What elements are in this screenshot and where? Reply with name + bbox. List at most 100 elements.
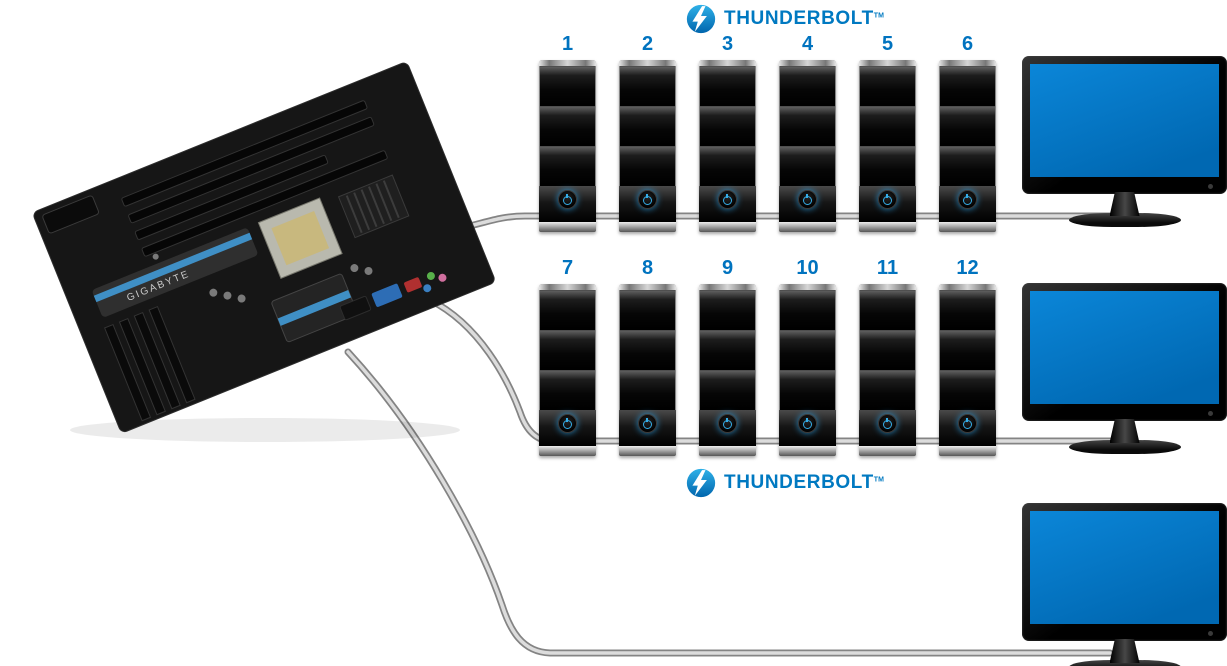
drive-bay: [940, 66, 995, 106]
monitor-power-led: [1208, 631, 1213, 636]
device-body: [779, 284, 836, 456]
power-symbol-icon: [883, 418, 892, 429]
trademark-symbol: TM: [873, 476, 884, 484]
power-button-icon: [958, 414, 977, 433]
monitor-power-led: [1208, 184, 1213, 189]
power-symbol-icon: [803, 418, 812, 429]
thunderbolt-device-4: 4: [779, 32, 836, 232]
pcie-slot: [121, 100, 368, 207]
power-symbol-icon: [563, 194, 572, 205]
thunderbolt-wordmark: THUNDERBOLT: [724, 8, 874, 29]
device-number: 4: [801, 33, 814, 55]
pcb-board: [33, 62, 495, 433]
thunderbolt-bolt-icon: [686, 4, 716, 34]
capacitors: [152, 253, 373, 303]
device-front-panel: [939, 186, 996, 222]
device-top-cap: [859, 284, 916, 290]
pch-heatsink: [271, 273, 358, 343]
monitor-stand-neck: [1109, 639, 1140, 663]
thunderbolt-wordmark: THUNDERBOLT: [724, 472, 874, 493]
device-number: 6: [961, 33, 974, 55]
device-body: [539, 60, 596, 232]
device-body: [779, 60, 836, 232]
device-number: 1: [561, 33, 574, 55]
power-symbol-icon: [563, 418, 572, 429]
power-symbol-icon: [643, 418, 652, 429]
drive-bay: [700, 146, 755, 186]
device-base: [699, 446, 756, 456]
thunderbolt-device-7: 7: [539, 256, 596, 456]
pcie-slot: [134, 154, 329, 240]
atx-connector: [42, 195, 100, 234]
drive-bay: [780, 146, 835, 186]
device-front-panel: [699, 410, 756, 446]
device-top-cap: [859, 60, 916, 66]
pcie-slot: [128, 116, 375, 224]
device-base: [619, 446, 676, 456]
drive-bay: [700, 370, 755, 410]
monitor-screen: [1030, 291, 1219, 404]
pcie-slot: [141, 150, 388, 257]
thunderbolt-device-9: 9: [699, 256, 756, 456]
drive-bay: [540, 330, 595, 370]
drive-bay: [700, 330, 755, 370]
trademark-symbol: TM: [873, 12, 884, 20]
device-body: [939, 60, 996, 232]
monitor-1: [1022, 56, 1227, 227]
thunderbolt-device-3: 3: [699, 32, 756, 232]
drive-bay: [540, 290, 595, 330]
power-button-icon: [718, 190, 737, 209]
monitor-stand-base: [1068, 660, 1181, 666]
chipset-heatsink-fins: [337, 174, 410, 239]
thunderbolt-device-8: 8: [619, 256, 676, 456]
device-top-cap: [939, 284, 996, 290]
monitor-stand-neck: [1109, 419, 1140, 443]
thunderbolt-logo-bottom: THUNDERBOLTTM: [686, 468, 884, 498]
device-base: [859, 222, 916, 232]
device-top-cap: [939, 60, 996, 66]
device-base: [939, 446, 996, 456]
power-button-icon: [798, 190, 817, 209]
thunderbolt-device-5: 5: [859, 32, 916, 232]
device-front-panel: [619, 186, 676, 222]
device-number: 8: [641, 257, 654, 279]
drive-bay: [860, 290, 915, 330]
device-front-panel: [779, 186, 836, 222]
device-base: [699, 222, 756, 232]
thunderbolt-logo-top: THUNDERBOLTTM: [686, 4, 884, 34]
device-base: [859, 446, 916, 456]
monitor-bezel: [1022, 56, 1227, 194]
device-number: 10: [796, 257, 819, 279]
device-front-panel: [619, 410, 676, 446]
drive-bay: [700, 290, 755, 330]
drive-bay: [860, 66, 915, 106]
drive-bay: [540, 106, 595, 146]
power-button-icon: [958, 190, 977, 209]
device-front-panel: [699, 186, 756, 222]
drive-bay: [860, 106, 915, 146]
cpu-socket-pins: [271, 210, 330, 266]
device-body: [699, 284, 756, 456]
drive-bay: [620, 330, 675, 370]
device-top-cap: [619, 284, 676, 290]
device-body: [859, 60, 916, 232]
drive-bay: [620, 66, 675, 106]
drive-bay: [620, 290, 675, 330]
heatsink-blue-stripe: [93, 232, 253, 303]
thunderbolt-device-1: 1: [539, 32, 596, 232]
power-button-icon: [558, 414, 577, 433]
device-base: [779, 222, 836, 232]
drive-bay: [940, 290, 995, 330]
monitor-3: [1022, 503, 1227, 666]
power-button-icon: [878, 414, 897, 433]
motherboard-image: GIGABYTE: [33, 62, 495, 442]
power-symbol-icon: [883, 194, 892, 205]
monitor-stand-base: [1068, 440, 1181, 454]
device-top-cap: [779, 284, 836, 290]
drive-bay: [780, 330, 835, 370]
device-top-cap: [539, 60, 596, 66]
monitor-bezel: [1022, 283, 1227, 421]
device-top-cap: [779, 60, 836, 66]
drive-bay: [620, 106, 675, 146]
